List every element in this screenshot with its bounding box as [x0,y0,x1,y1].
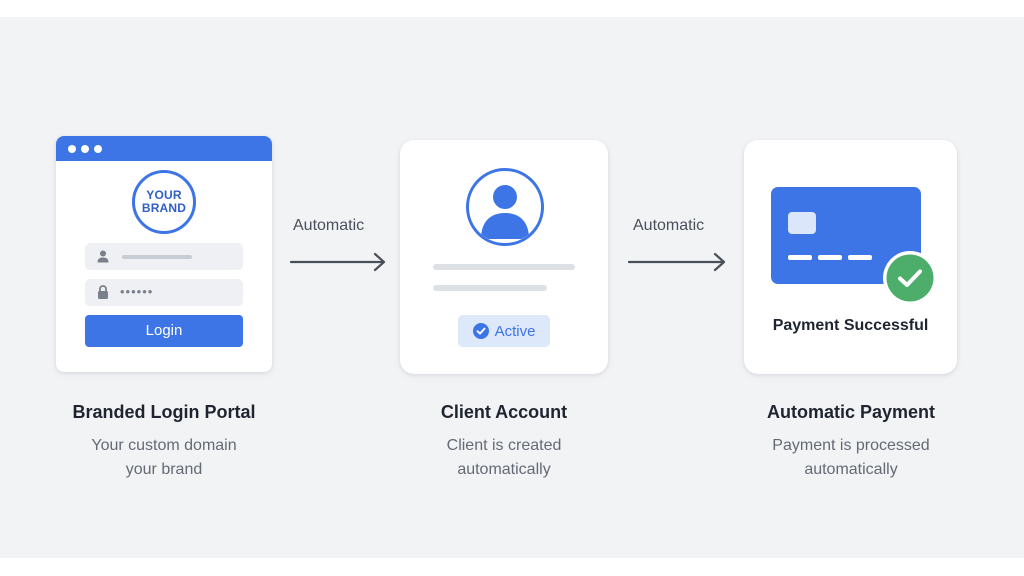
lock-icon [98,285,108,299]
active-status-label: Active [494,322,536,340]
window-dot-icon [94,145,102,153]
card-number-dash [818,255,842,260]
step1-description: Your custom domain your brand [24,434,304,482]
step1-title: Branded Login Portal [72,402,256,422]
avatar-icon [466,168,544,246]
placeholder-line [433,264,575,270]
arrow-label-automatic: Automatic [633,217,705,234]
browser-title-bar [56,136,272,161]
step1-desc-line1: Your custom domain [91,437,237,454]
login-button[interactable]: Login [85,315,243,347]
password-mask: •••••• [120,284,154,299]
step3-desc-line1: Payment is processed [772,437,930,454]
user-icon [97,250,109,263]
step2-desc-line2: automatically [457,461,551,478]
window-dot-icon [81,145,89,153]
arrow-right-icon [290,252,386,272]
placeholder-line [433,285,547,291]
step2-desc-line1: Client is created [446,437,562,454]
credit-card-icon [771,187,921,284]
card-chip [788,212,816,234]
arrow-right-icon [628,252,726,272]
username-placeholder-line [122,255,192,259]
window-dot-icon [68,145,76,153]
brand-logo-line1: YOUR [146,188,182,202]
step2-title: Client Account [440,402,568,422]
step1-desc-line2: your brand [125,461,203,478]
step2-description: Client is created automatically [364,434,644,482]
username-field[interactable] [85,243,243,270]
payment-status-text: Payment Successful [772,317,929,334]
step3-desc-line2: automatically [804,461,898,478]
card-number-dash [848,255,872,260]
brand-logo: YOUR BRAND [132,170,196,234]
step3-description: Payment is processed automatically [711,434,991,482]
check-circle-icon [472,323,489,339]
arrow-label-automatic: Automatic [293,217,365,234]
step3-title: Automatic Payment [766,402,936,422]
password-field[interactable]: •••••• [85,279,243,306]
brand-logo-line2: BRAND [141,201,187,215]
active-status-badge: Active [458,315,550,347]
card-number-dash [788,255,812,260]
success-check-icon [883,251,937,305]
